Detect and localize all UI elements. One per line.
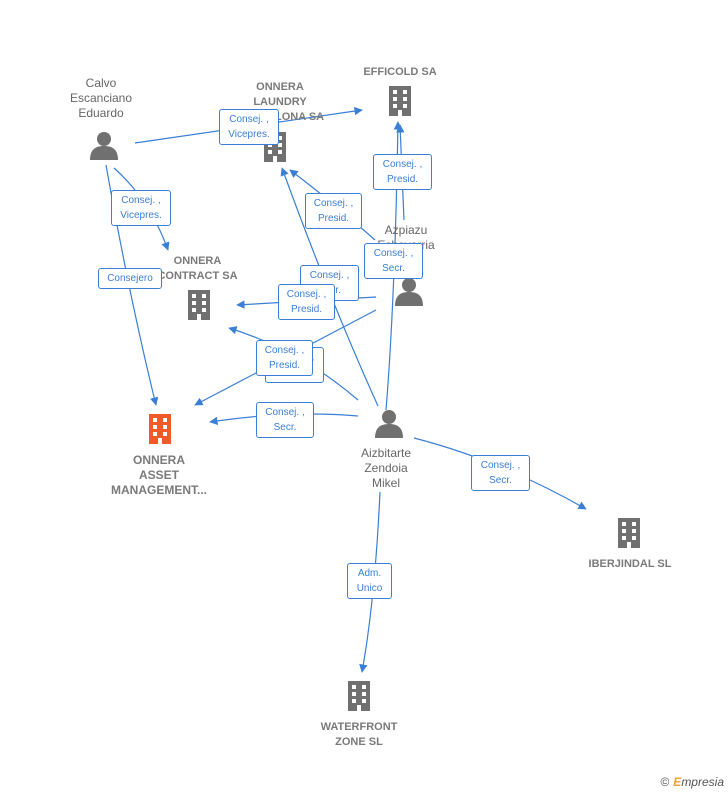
node-label-iberjindal[interactable]: IBERJINDAL SL xyxy=(588,558,672,570)
node-label-waterfront[interactable]: WATERFRONT ZONE SL xyxy=(320,721,398,748)
building-icon-asset xyxy=(149,414,171,444)
node-label-efficold[interactable]: EFFICOLD SA xyxy=(363,66,437,78)
relation-label[interactable]: Consej. , Presid. xyxy=(256,340,313,376)
icons xyxy=(90,86,640,711)
node-label-aizbitarte[interactable]: Aizbitarte Zendoia Mikel xyxy=(360,446,412,490)
node-label-calvo[interactable]: Calvo Escanciano Eduardo xyxy=(69,76,133,120)
brand-name: mpresia xyxy=(681,775,724,789)
relation-label[interactable]: Consej. , Vicepres. xyxy=(111,190,171,226)
relation-label[interactable]: Consejero xyxy=(98,268,162,289)
relation-label[interactable]: Consej. , Secr. xyxy=(364,243,423,279)
brand-initial: E xyxy=(673,775,682,789)
person-icon-aizbitarte xyxy=(375,410,403,438)
person-icon-calvo xyxy=(90,132,118,160)
person-icon-azpiazu xyxy=(395,278,423,306)
relation-label[interactable]: Consej. , Presid. xyxy=(278,284,335,320)
relation-label[interactable]: Consej. , Vicepres. xyxy=(219,109,279,145)
copyright-symbol: © xyxy=(660,775,670,789)
building-icon-contract xyxy=(188,290,210,320)
relation-label[interactable]: Adm. Unico xyxy=(347,563,392,599)
brand-logo: ©Empresia xyxy=(660,775,724,789)
relation-label[interactable]: Consej. , Secr. xyxy=(471,455,530,491)
building-icon-iberjindal xyxy=(618,518,640,548)
building-icon-waterfront xyxy=(348,681,370,711)
relation-label[interactable]: Consej. , Secr. xyxy=(256,402,314,438)
relation-label[interactable]: Consej. , Presid. xyxy=(373,154,432,190)
building-icon-efficold xyxy=(389,86,411,116)
node-label-onnera-contract[interactable]: ONNERA CONTRACT SA xyxy=(157,255,238,282)
node-label-onnera-asset[interactable]: ONNERA ASSET MANAGEMENT... xyxy=(111,453,207,497)
relation-label[interactable]: Consej. , Presid. xyxy=(305,193,362,229)
